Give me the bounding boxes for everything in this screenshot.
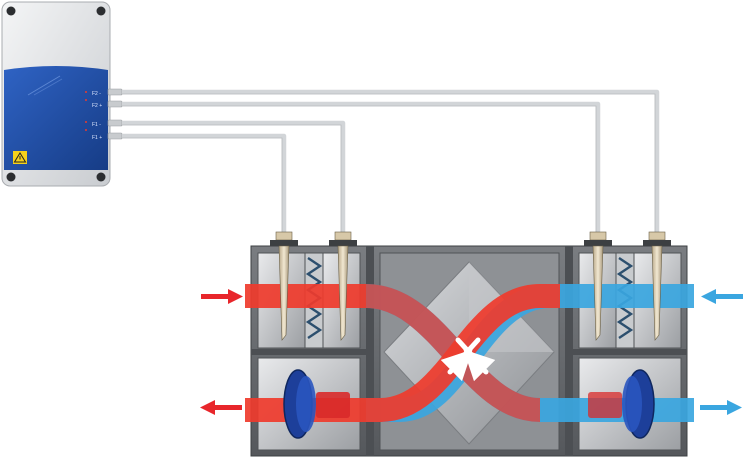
- controller-panel: [4, 66, 108, 170]
- arrow-out-cool-icon: [700, 400, 742, 415]
- screw-icon: [6, 6, 16, 16]
- probe-f2-plus: [584, 231, 612, 341]
- screw-icon: [6, 172, 16, 182]
- arrow-in-warm-icon: [201, 289, 243, 304]
- probe-f1-plus: [270, 231, 298, 341]
- tube-f2-plus: [122, 101, 601, 232]
- x-crossing-arrows-icon: [440, 337, 496, 382]
- tube-f1-minus: [122, 120, 346, 232]
- flow-arrows: [200, 289, 743, 415]
- arrow-out-warm-icon: [200, 400, 242, 415]
- screw-icon: [96, 172, 106, 182]
- port-label-f2-minus: F2 -: [92, 91, 101, 97]
- fan-left: [283, 369, 350, 439]
- fan-motor-left: [316, 392, 350, 418]
- port-label-f2-plus: F2 +: [92, 103, 102, 109]
- warning-triangle-icon: [13, 151, 27, 164]
- tube-f1-plus: [122, 133, 287, 232]
- pressure-tubing: [122, 89, 660, 232]
- port-label-f1-minus: F1 -: [92, 122, 101, 128]
- pressure-controller: F2 - F2 + F1 - F1 +: [1, 1, 123, 187]
- tube-f2-minus: [122, 89, 660, 232]
- fan-motor-right: [588, 392, 622, 418]
- fan-right: [588, 369, 655, 439]
- pressure-probes: [270, 231, 671, 341]
- screw-icon: [96, 6, 106, 16]
- arrow-in-cool-icon: [701, 289, 743, 304]
- probe-f1-minus: [329, 231, 357, 341]
- port-label-f1-plus: F1 +: [92, 135, 102, 141]
- probe-f2-minus: [643, 231, 671, 341]
